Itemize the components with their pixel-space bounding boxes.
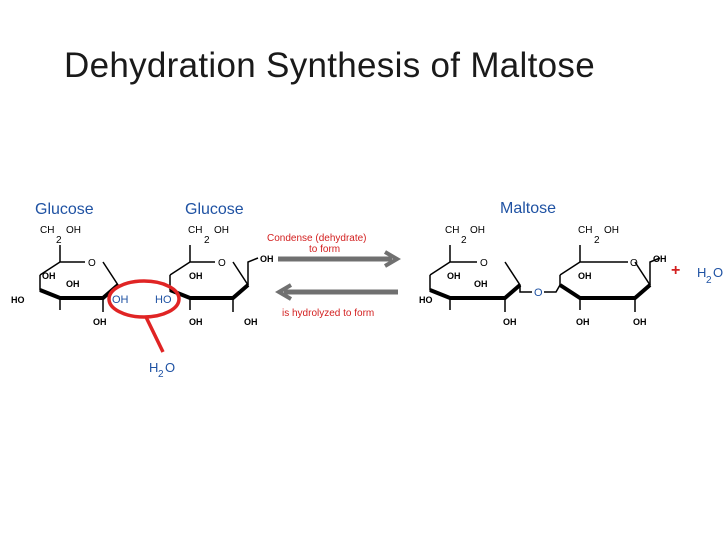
oh-label: OH bbox=[474, 279, 488, 289]
ch-label: CH bbox=[40, 225, 54, 236]
maltose-label: Maltose bbox=[500, 200, 556, 217]
oh-label: OH bbox=[578, 271, 592, 281]
forward-text-line1: Condense (dehydrate) bbox=[267, 233, 367, 244]
oh-label: OH bbox=[470, 225, 485, 236]
oh-label: OH bbox=[189, 271, 203, 281]
oh-label: OH bbox=[503, 317, 517, 327]
oh-label: OH bbox=[189, 317, 203, 327]
oh-label: OH bbox=[244, 317, 258, 327]
oh-label: OH bbox=[66, 279, 80, 289]
oh-label: OH bbox=[633, 317, 647, 327]
subscript-2: 2 bbox=[56, 235, 62, 246]
water-sub-2: 2 bbox=[158, 369, 164, 380]
water-h: H bbox=[697, 265, 706, 280]
forward-text-line2: to form bbox=[309, 244, 340, 255]
subscript-2: 2 bbox=[204, 235, 210, 246]
water-o: O bbox=[713, 265, 723, 280]
oh-label: OH bbox=[42, 271, 56, 281]
plus-sign: + bbox=[671, 262, 680, 279]
forward-arrowhead-icon bbox=[383, 250, 401, 268]
reaction-arrows: Condense (dehydrate) to form is hydrolyz… bbox=[267, 233, 401, 319]
subscript-2: 2 bbox=[461, 235, 467, 246]
oh-label: OH bbox=[214, 225, 229, 236]
water-removal-highlight: OH HO H 2 O bbox=[107, 279, 181, 380]
water-o: O bbox=[165, 360, 175, 375]
glucose-left-ring: CH OH 2 O OH HO OH OH bbox=[11, 225, 120, 327]
ring-oxygen: O bbox=[218, 258, 226, 269]
ch-label: CH bbox=[188, 225, 202, 236]
oh-label: OH bbox=[447, 271, 461, 281]
water-sub-2: 2 bbox=[706, 275, 712, 286]
oh-label: OH bbox=[653, 254, 667, 264]
ho-leaving: HO bbox=[155, 294, 172, 306]
glucose-left-label: Glucose bbox=[35, 201, 94, 218]
water-product: + H 2 O bbox=[671, 262, 723, 286]
ring-oxygen: O bbox=[480, 258, 488, 269]
glucose-right-label: Glucose bbox=[185, 201, 244, 218]
oh-label: OH bbox=[93, 317, 107, 327]
water-h: H bbox=[149, 360, 158, 375]
glycosidic-oxygen: O bbox=[534, 287, 543, 299]
oh-label: OH bbox=[66, 225, 81, 236]
ring-oxygen: O bbox=[630, 258, 638, 269]
ring-oxygen: O bbox=[88, 258, 96, 269]
reverse-arrowhead-icon bbox=[275, 283, 293, 301]
slide-title: Dehydration Synthesis of Maltose bbox=[64, 46, 595, 85]
oh-label: OH bbox=[604, 225, 619, 236]
maltose-molecule: CH OH 2 O OH HO OH OH O CH OH 2 O OH OH … bbox=[419, 225, 667, 327]
oh-label: OH bbox=[576, 317, 590, 327]
ch-label: CH bbox=[445, 225, 459, 236]
ho-label: HO bbox=[419, 295, 433, 305]
reverse-text: is hydrolyzed to form bbox=[282, 308, 374, 319]
oh-leaving: OH bbox=[112, 294, 129, 306]
ho-label: HO bbox=[11, 295, 25, 305]
subscript-2: 2 bbox=[594, 235, 600, 246]
ch-label: CH bbox=[578, 225, 592, 236]
oh-label: OH bbox=[260, 254, 274, 264]
glucose-right-ring: CH OH 2 O OH OH OH OH bbox=[169, 225, 274, 327]
